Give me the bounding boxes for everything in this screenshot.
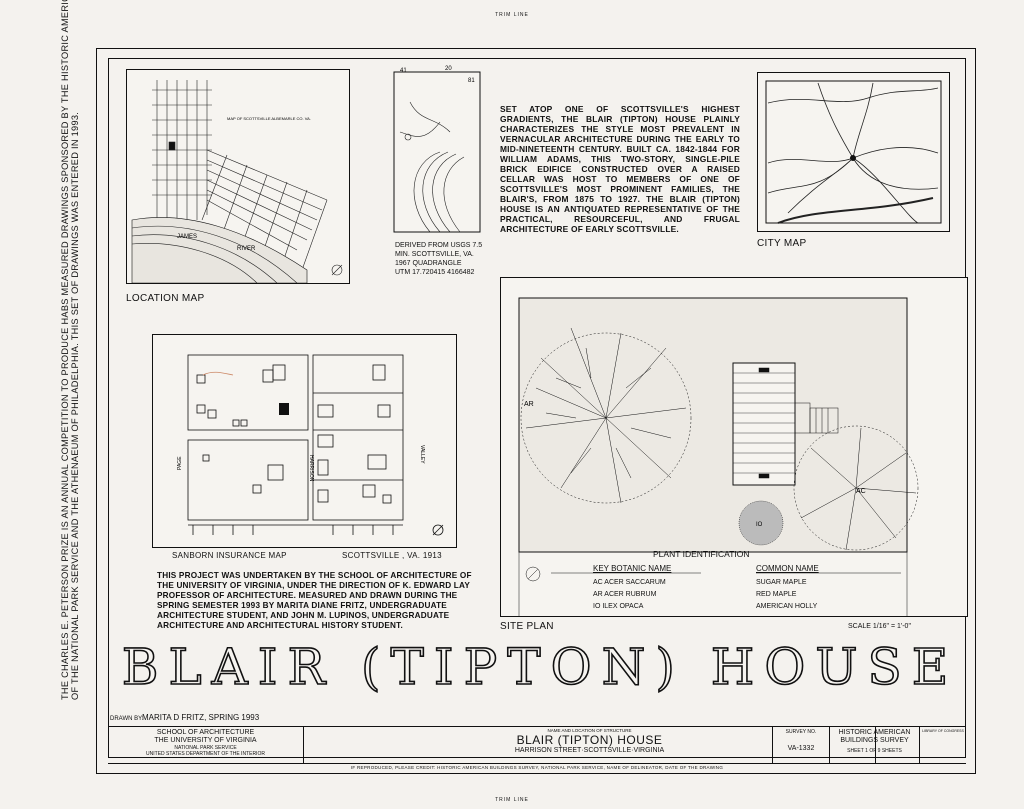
structure-location: HARRISON STREET·SCOTTSVILLE·VIRGINIA — [514, 747, 665, 754]
site-plan: AR AC IO — [500, 277, 968, 617]
side-note: THE CHARLES E. PETERSON PRIZE IS AN ANNU… — [60, 0, 80, 700]
title-block-structure: NAME AND LOCATION OF STRUCTURE BLAIR (TI… — [304, 727, 876, 763]
sanborn-map: HARRISON VALLEY PAGE — [152, 334, 457, 548]
river-label-2: RIVER — [237, 246, 256, 252]
location-map-caption: LOCATION MAP — [126, 293, 205, 304]
survey-number: VA-1332 — [787, 745, 815, 752]
usgs-map: 41 20 81 — [390, 62, 482, 234]
description-paragraph: SET ATOP ONE OF SCOTTSVILLE'S HIGHEST GR… — [500, 104, 740, 234]
usgs-line-4: UTM 17.720415 4166482 — [395, 269, 475, 276]
sheet-number: 1 — [865, 748, 868, 754]
plant-id-title: PLANT IDENTIFICATION — [653, 549, 750, 559]
location-map-inset-label: MAP OF SCOTTSVILLE ALBEMARLE CO. VA. — [227, 116, 311, 121]
drawn-by: MARITA D FRITZ, SPRING 1993 — [142, 713, 260, 722]
side-note-line-1: THE CHARLES E. PETERSON PRIZE IS AN ANNU… — [60, 0, 70, 700]
legend-col-key: KEY BOTANIC NAME — [593, 564, 672, 573]
title-block: SCHOOL OF ARCHITECTURE THE UNIVERSITY OF… — [108, 726, 966, 764]
drawn-by-label: DRAWN BY: — [110, 716, 144, 722]
sanborn-street-harrison: HARRISON — [308, 455, 314, 482]
river-label-1: JAMES — [177, 234, 197, 240]
legend-key-row: IO ILEX OPACA — [593, 603, 644, 610]
city-map — [757, 72, 950, 232]
usgs-line-2: MIN. SCOTTSVILLE, VA. — [395, 251, 474, 258]
trim-line-bottom: TRIM LINE — [495, 797, 529, 803]
title-block-habs: HISTORIC AMERICAN BUILDINGS SURVEY SHEET… — [830, 727, 920, 763]
legend-key-row: AR ACER RUBRUM — [593, 591, 657, 598]
library-note: LIBRARY OF CONGRESS — [922, 729, 964, 733]
title-block-school: SCHOOL OF ARCHITECTURE THE UNIVERSITY OF… — [108, 727, 304, 763]
reproduction-note: IF REPRODUCED, PLEASE CREDIT: HISTORIC A… — [350, 765, 724, 770]
tree-ar — [520, 327, 692, 504]
main-title: BLAIR (TIPTON) HOUSE — [121, 637, 959, 697]
legend-common-row: RED MAPLE — [756, 591, 797, 598]
site-plan-caption: SITE PLAN — [500, 621, 554, 632]
legend-key-row: AC ACER SACCARUM — [593, 579, 666, 586]
title-block-survey: SURVEY NO. VA-1332 — [772, 727, 830, 763]
legend-common-row: AMERICAN HOLLY — [756, 603, 818, 610]
school-line-3: NATIONAL PARK SERVICE — [174, 745, 237, 751]
legend-col-common: COMMON NAME — [756, 564, 819, 573]
habs-line-1: HISTORIC AMERICAN — [838, 729, 911, 736]
structure-name: BLAIR (TIPTON) HOUSE — [516, 733, 663, 747]
usgs-note: DERIVED FROM USGS 7.5 MIN. SCOTTSVILLE, … — [395, 241, 482, 277]
structure-label: NAME AND LOCATION OF STRUCTURE — [547, 728, 632, 733]
sanborn-caption-left: SANBORN INSURANCE MAP — [172, 551, 287, 560]
credits-paragraph: THIS PROJECT WAS UNDERTAKEN BY THE SCHOO… — [157, 571, 472, 630]
sanborn-caption-right: SCOTTSVILLE , VA. 1913 — [342, 551, 442, 560]
tree-label-io: IO — [756, 522, 763, 528]
school-line-1: SCHOOL OF ARCHITECTURE — [156, 729, 255, 736]
usgs-line-3: 1967 QUADRANGLE — [395, 260, 462, 267]
school-line-4: UNITED STATES DEPARTMENT OF THE INTERIOR — [146, 751, 265, 757]
trim-line-top: TRIM LINE — [495, 12, 529, 18]
tree-ac — [793, 425, 919, 551]
legend-commons: SUGAR MAPLE RED MAPLE AMERICAN HOLLY — [756, 577, 817, 613]
sheet-outer-border — [96, 48, 976, 774]
city-map-caption: CITY MAP — [757, 238, 807, 249]
sheet-count: SHEET 1 OF 9 SHEETS — [830, 747, 919, 755]
school-line-2: THE UNIVERSITY OF VIRGINIA — [154, 737, 257, 744]
habs-line-2: BUILDINGS SURVEY — [840, 737, 909, 744]
svg-text:20: 20 — [445, 66, 452, 72]
street-grid — [152, 80, 328, 271]
usgs-line-1: DERIVED FROM USGS 7.5 — [395, 242, 483, 249]
sheet-total: 9 — [877, 748, 881, 754]
location-map: MAP OF SCOTTSVILLE ALBEMARLE CO. VA. JAM… — [126, 69, 350, 284]
legend-keys: AC ACER SACCARUM AR ACER RUBRUM IO ILEX … — [593, 577, 666, 613]
survey-label: SURVEY NO. — [785, 729, 817, 735]
sheet-word: SHEET — [847, 748, 864, 754]
tree-label-ac: AC — [856, 488, 866, 495]
legend-common-row: SUGAR MAPLE — [756, 579, 807, 586]
tree-label-ar: AR — [524, 401, 534, 408]
sanborn-street-valley: VALLEY — [419, 445, 425, 464]
site-plan-scale: SCALE 1/16" = 1'-0" — [848, 623, 911, 630]
svg-text:41: 41 — [400, 68, 407, 74]
sheets-word: SHEETS — [881, 748, 902, 754]
of-word: OF — [869, 748, 877, 754]
side-note-line-2: OF THE NATIONAL PARK SERVICE AND THE ATH… — [70, 111, 80, 700]
sanborn-street-page: PAGE — [177, 456, 183, 470]
svg-text:81: 81 — [468, 78, 475, 84]
